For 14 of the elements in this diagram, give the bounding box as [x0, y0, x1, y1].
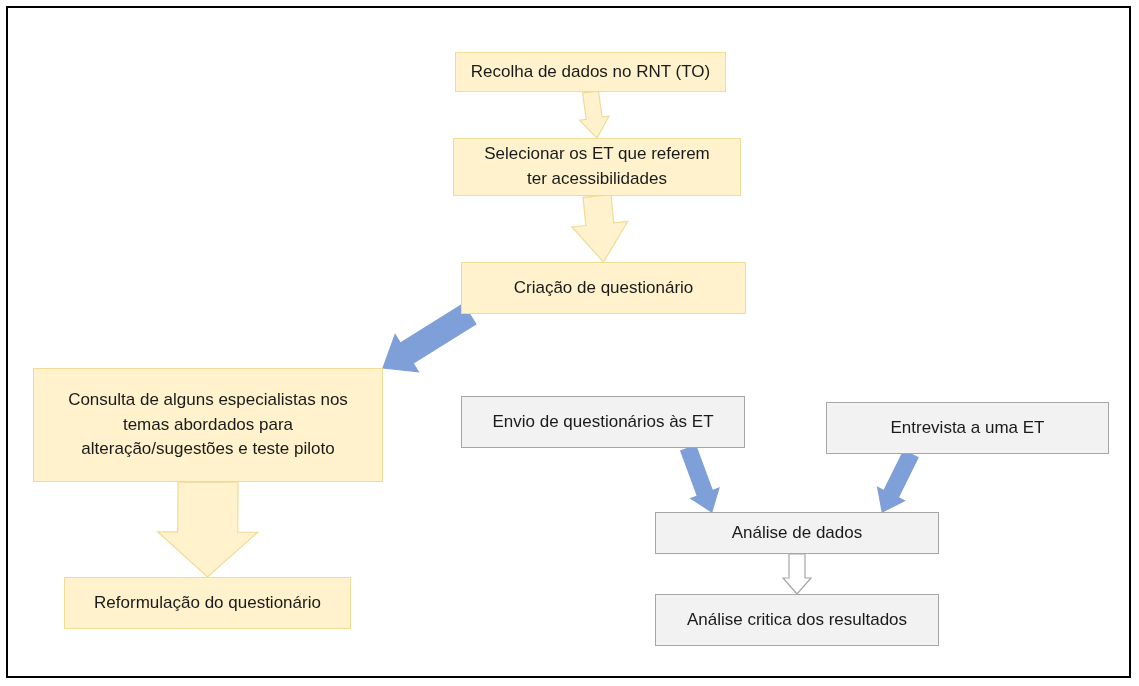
- process-box: Análise critica dos resultados: [655, 594, 939, 646]
- process-box: Consulta de alguns especialistas nos temas abordados para alteração/sugestões e teste piloto: [33, 368, 383, 482]
- block-arrow: [156, 481, 260, 578]
- block-arrow: [570, 193, 629, 263]
- process-box: Envio de questionários às ET: [461, 396, 745, 448]
- block-arrow: [578, 90, 611, 139]
- process-box: Entrevista a uma ET: [826, 402, 1109, 454]
- process-box: Recolha de dados no RNT (TO): [455, 52, 726, 92]
- process-box: Análise de dados: [655, 512, 939, 554]
- block-arrow: [781, 553, 813, 595]
- process-box: Reformulação do questionário: [64, 577, 351, 629]
- process-box: Criação de questionário: [461, 262, 746, 314]
- process-box: Selecionar os ET que referem ter acessibilidades: [453, 138, 741, 196]
- block-arrow: [382, 303, 477, 373]
